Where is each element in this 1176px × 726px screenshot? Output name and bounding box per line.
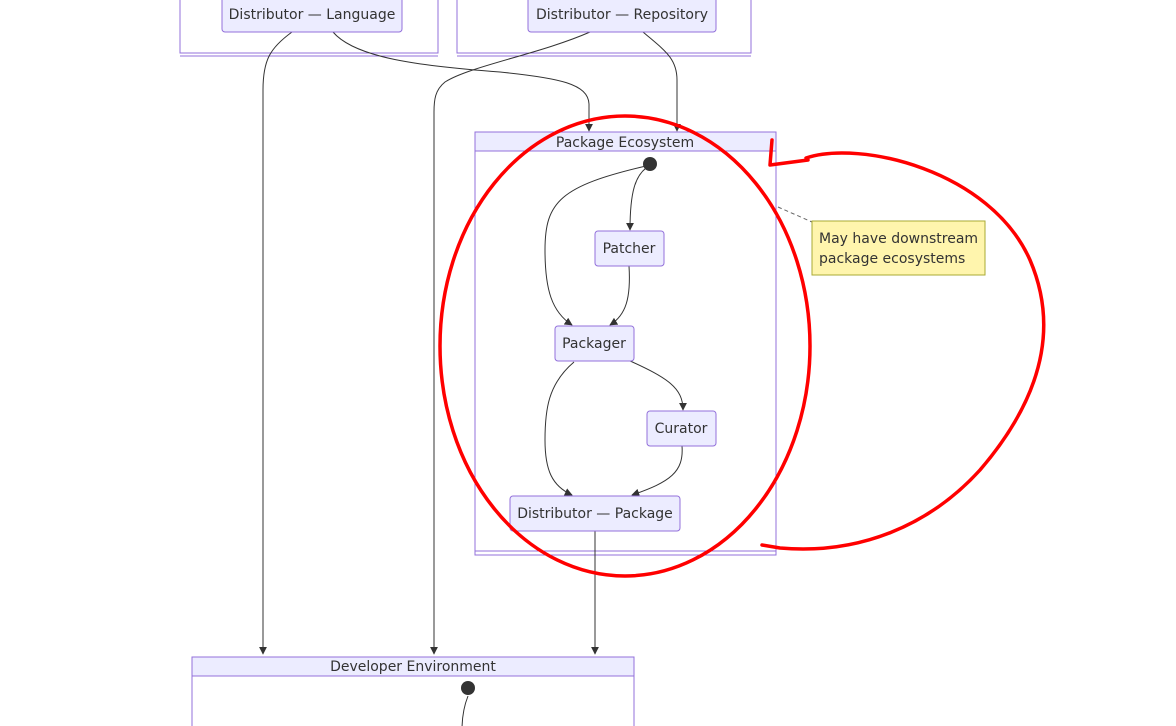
cluster-title-package-ecosystem: Package Ecosystem (556, 135, 694, 151)
edges (259, 31, 813, 726)
cluster-title-developer-environment: Developer Environment (330, 659, 496, 675)
node-distributor-package[interactable]: Distributor — Package (509, 495, 681, 532)
edge-start-to-patcher (626, 167, 647, 231)
node-label-curator: Curator (655, 421, 708, 437)
edge-language-to-devenv (259, 31, 293, 655)
edge-devenv-start-out (461, 695, 469, 726)
node-curator[interactable]: Curator (646, 410, 717, 447)
node-distributor-repository[interactable]: Distributor — Repository (527, 0, 717, 33)
edge-repository-to-ecosystem (642, 31, 681, 132)
node-distributor-language[interactable]: Distributor — Language (221, 0, 403, 33)
edge-packager-to-distributor-package (544, 361, 575, 496)
edge-language-to-ecosystem (332, 31, 593, 132)
note-connector (777, 206, 813, 223)
cluster-developer-environment: Developer Environment (191, 656, 635, 726)
node-label-distributor-repository: Distributor — Repository (536, 7, 708, 23)
edge-start-to-packager (544, 165, 647, 326)
node-label-distributor-package: Distributor — Package (517, 506, 673, 522)
node-label-distributor-language: Distributor — Language (229, 7, 396, 23)
annotation-curve-arrow (760, 151, 1046, 551)
edge-curator-to-distributor-package (631, 445, 683, 497)
node-label-packager: Packager (562, 336, 626, 352)
note-line-1: May have downstream (819, 231, 978, 247)
start-node-ecosystem (643, 157, 657, 171)
edge-repository-to-devenv (430, 31, 591, 655)
start-node-devenv (461, 681, 475, 695)
node-packager[interactable]: Packager (554, 325, 635, 362)
annotation-arrowhead (768, 138, 810, 167)
note-line-2: package ecosystems (819, 251, 965, 267)
red-annotation (438, 114, 1046, 578)
note-downstream-ecosystems: May have downstream package ecosystems (811, 220, 986, 276)
node-patcher[interactable]: Patcher (594, 230, 665, 267)
annotation-circle (438, 114, 812, 578)
edge-packager-to-curator (627, 359, 687, 411)
edge-patcher-to-packager (609, 265, 630, 326)
node-label-patcher: Patcher (603, 241, 656, 257)
